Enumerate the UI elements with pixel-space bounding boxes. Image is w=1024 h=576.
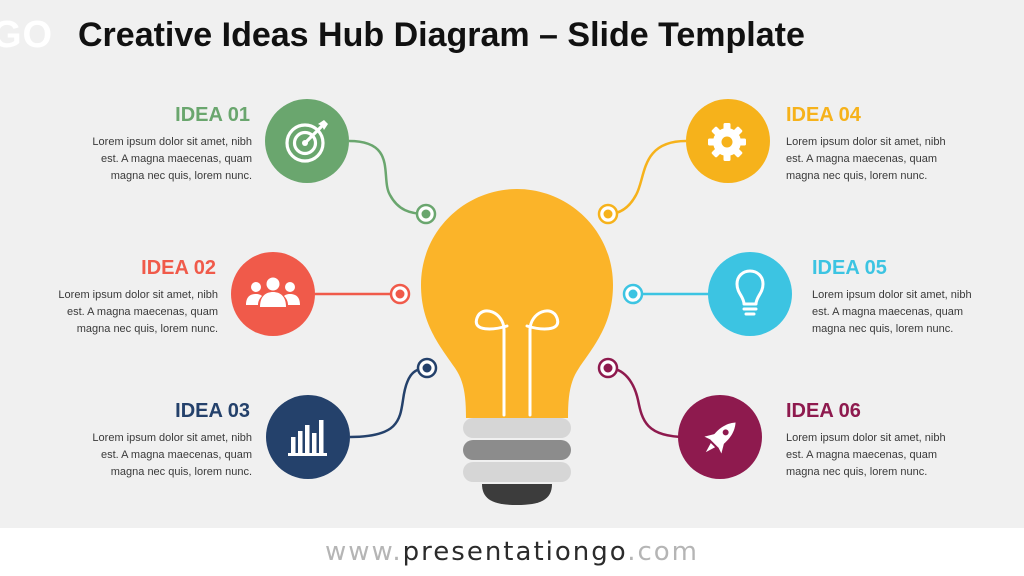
connector-dot-idea-01 bbox=[415, 203, 437, 225]
lightbulb-icon bbox=[735, 269, 765, 316]
connector-idea-06 bbox=[607, 366, 687, 439]
idea-06-title: IDEA 06 bbox=[786, 400, 861, 422]
idea-02-title: IDEA 02 bbox=[141, 257, 216, 279]
bar-chart-icon bbox=[288, 420, 327, 456]
bulb-base-band-3 bbox=[463, 462, 571, 482]
idea-01-description: Lorem ipsum dolor sit amet, nibh est. A … bbox=[92, 136, 252, 182]
bulb-base-tip bbox=[482, 484, 552, 505]
footer-brand: presentationgo bbox=[402, 537, 628, 567]
connector-idea-03 bbox=[349, 366, 428, 439]
idea-02-description: Lorem ipsum dolor sit amet, nibh est. A … bbox=[58, 289, 218, 335]
team-icon bbox=[246, 277, 300, 307]
lightbulb-illustration bbox=[421, 189, 613, 505]
bulb-glass bbox=[421, 189, 613, 418]
footer-url: www.presentationgo.com bbox=[0, 528, 1024, 576]
target-icon bbox=[285, 120, 328, 163]
idea-03-description: Lorem ipsum dolor sit amet, nibh est. A … bbox=[92, 432, 252, 478]
idea-03-title: IDEA 03 bbox=[175, 400, 250, 422]
idea-05-title: IDEA 05 bbox=[812, 257, 887, 279]
footer-prefix: www. bbox=[325, 537, 403, 567]
connector-dot-idea-05 bbox=[622, 283, 644, 305]
idea-06-description: Lorem ipsum dolor sit amet, nibh est. A … bbox=[786, 432, 946, 478]
idea-04-description: Lorem ipsum dolor sit amet, nibh est. A … bbox=[786, 136, 946, 182]
idea-04-title: IDEA 04 bbox=[786, 104, 861, 126]
slide-canvas: GO Creative Ideas Hub Diagram – Slide Te… bbox=[0, 0, 1024, 528]
bulb-base-band-1 bbox=[463, 418, 571, 438]
bulb-base-band-2 bbox=[463, 440, 571, 460]
brand-logo: GO bbox=[0, 14, 54, 56]
connector-dot-idea-04 bbox=[597, 203, 619, 225]
bulb-filament bbox=[474, 309, 560, 417]
gear-icon bbox=[708, 123, 746, 161]
diagram-graphic bbox=[231, 99, 792, 505]
connector-idea-04 bbox=[607, 139, 687, 216]
connector-dot-idea-06 bbox=[597, 357, 619, 379]
footer-suffix: .com bbox=[627, 537, 699, 567]
idea-05-circle bbox=[708, 252, 792, 336]
idea-05-description: Lorem ipsum dolor sit amet, nibh est. A … bbox=[812, 289, 972, 335]
connector-dot-idea-03 bbox=[416, 357, 438, 379]
connector-idea-01 bbox=[348, 139, 427, 216]
idea-01-title: IDEA 01 bbox=[175, 104, 250, 126]
slide-title: Creative Ideas Hub Diagram – Slide Templ… bbox=[78, 16, 805, 54]
connector-dot-idea-02 bbox=[389, 283, 411, 305]
